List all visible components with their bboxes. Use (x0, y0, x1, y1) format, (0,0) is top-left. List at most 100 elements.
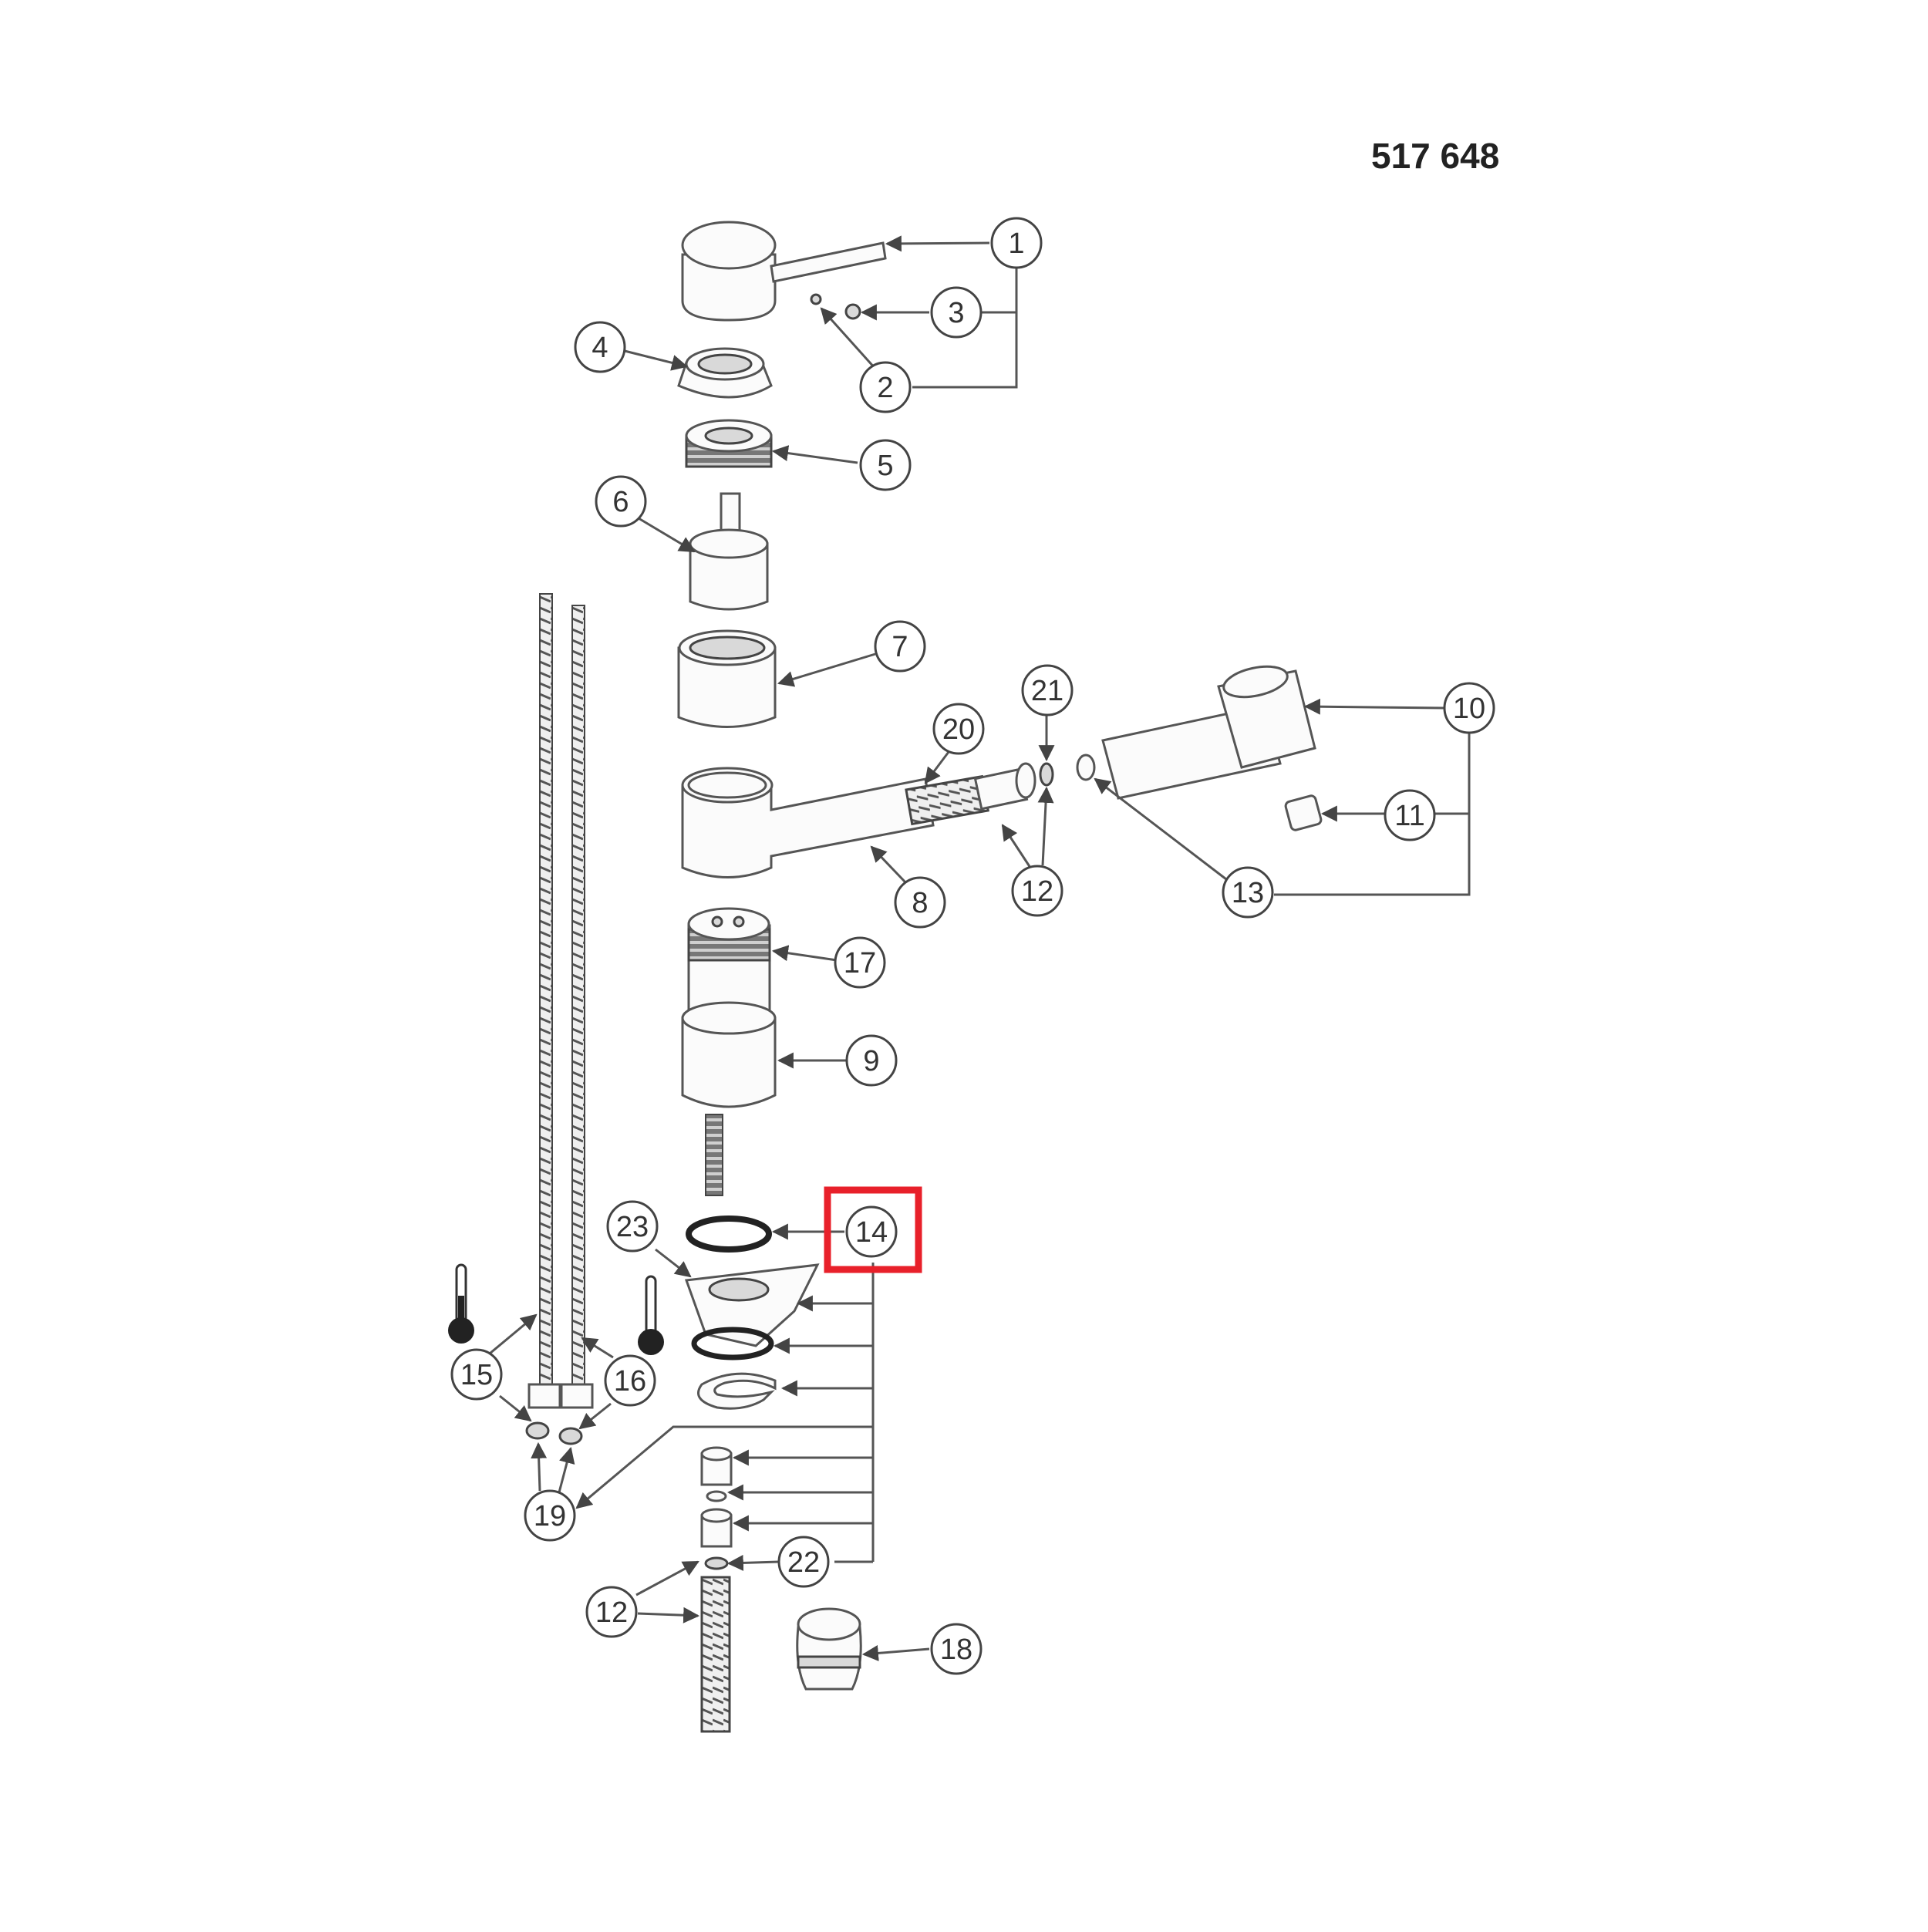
callout-13: 13 (1222, 866, 1274, 919)
part-supply-hose-cold (528, 593, 561, 1409)
callout-circle (859, 439, 912, 491)
callout-label: 1 (1008, 228, 1024, 260)
part-lever-handle (681, 221, 887, 322)
callout-label: 7 (892, 631, 908, 663)
callout-circle (574, 321, 626, 373)
callout-label: 13 (1232, 877, 1264, 909)
callout-label: 12 (595, 1597, 628, 1629)
callout-label: 9 (863, 1045, 879, 1077)
leader-lines (489, 235, 1471, 1661)
callout-label: 20 (942, 713, 975, 746)
callout-circle (1011, 865, 1063, 917)
highlight-box-callout-14 (824, 1186, 922, 1273)
part-fitting-o-ring (704, 1556, 729, 1570)
callout-circle (930, 1623, 983, 1675)
callout-label: 12 (1021, 875, 1053, 908)
part-valve-body (687, 907, 771, 1027)
callout-23: 23 (606, 1200, 659, 1253)
callout-circle (1222, 866, 1274, 919)
part-supply-seal-right (558, 1427, 583, 1445)
part-set-screw (810, 293, 822, 305)
callout-10: 10 (1443, 682, 1495, 734)
callout-label: 21 (1031, 675, 1063, 707)
callout-label: 23 (616, 1211, 649, 1243)
callout-circle (1443, 682, 1495, 734)
part-fitting-nut-lower (700, 1508, 733, 1548)
part-supply-hose-hot (560, 605, 594, 1409)
callout-label: 3 (948, 297, 964, 329)
callout-circle (1021, 664, 1074, 716)
callout-19: 19 (524, 1489, 576, 1542)
callout-12b: 12 (585, 1586, 638, 1638)
part-washer (1076, 754, 1096, 781)
callout-circle (990, 217, 1043, 269)
part-hose-lower (700, 1576, 731, 1733)
part-cover-ring (677, 347, 773, 399)
callout-circle (595, 475, 647, 528)
part-gasket-ring (686, 1216, 772, 1253)
callout-17: 17 (834, 936, 886, 989)
part-clamping-nut (685, 419, 773, 468)
callout-circle (834, 936, 886, 989)
part-supply-seal-left (525, 1421, 550, 1440)
callout-label: 19 (534, 1500, 566, 1532)
callout-22: 22 (777, 1536, 830, 1588)
callout-circle (874, 620, 926, 673)
callout-circle (859, 361, 912, 413)
callout-8: 8 (894, 876, 946, 929)
callout-7: 7 (874, 620, 926, 673)
hot-thermometer-icon (638, 1275, 664, 1355)
part-hose-connector (973, 762, 1036, 811)
callout-label: 16 (614, 1365, 646, 1398)
callout-circle (845, 1034, 898, 1087)
callout-circle (894, 876, 946, 929)
callout-2: 2 (859, 361, 912, 413)
part-cartridge (689, 492, 769, 611)
part-hose-weight (796, 1607, 862, 1691)
callout-21: 21 (1021, 664, 1074, 716)
callout-circle (606, 1200, 659, 1253)
callout-circle (585, 1586, 638, 1638)
callout-label: 4 (592, 332, 608, 364)
part-spray-head (1101, 665, 1316, 800)
part-o-ring-small (1039, 762, 1054, 787)
callout-14: 14 (845, 1205, 898, 1258)
part-fixing-plate (684, 1263, 820, 1347)
part-fitting-washer (706, 1490, 727, 1502)
callout-label: 15 (460, 1359, 493, 1391)
callout-11: 11 (1384, 789, 1436, 841)
callout-label: 18 (940, 1634, 972, 1666)
part-screw-cap (844, 303, 861, 320)
callout-5: 5 (859, 439, 912, 491)
part-spout-body (681, 767, 935, 878)
cold-thermometer-icon (448, 1263, 474, 1344)
part-fitting-nut-upper (700, 1446, 733, 1486)
callout-18: 18 (930, 1623, 983, 1675)
callout-circle (932, 703, 985, 755)
part-o-ring-base (691, 1327, 774, 1360)
callout-label: 6 (612, 486, 629, 518)
callout-circle (1384, 789, 1436, 841)
callout-circle (450, 1348, 503, 1401)
callout-12a: 12 (1011, 865, 1063, 917)
callout-label: 5 (877, 450, 893, 482)
callout-label: 8 (912, 887, 928, 919)
callout-1: 1 (990, 217, 1043, 269)
model-number: 517 648 (1371, 136, 1499, 176)
part-aerator (1284, 794, 1323, 831)
callout-label: 22 (787, 1546, 820, 1579)
callout-circle (604, 1354, 656, 1407)
callout-3: 3 (930, 286, 983, 339)
callout-circle (930, 286, 983, 339)
callout-6: 6 (595, 475, 647, 528)
callout-20: 20 (932, 703, 985, 755)
part-horseshoe-clip (697, 1372, 777, 1410)
part-base-body (681, 1001, 777, 1108)
callout-label: 11 (1394, 800, 1424, 832)
callout-label: 14 (855, 1216, 888, 1249)
callout-15: 15 (450, 1348, 503, 1401)
part-threaded-rod (705, 1114, 723, 1196)
part-sleeve (677, 629, 777, 728)
